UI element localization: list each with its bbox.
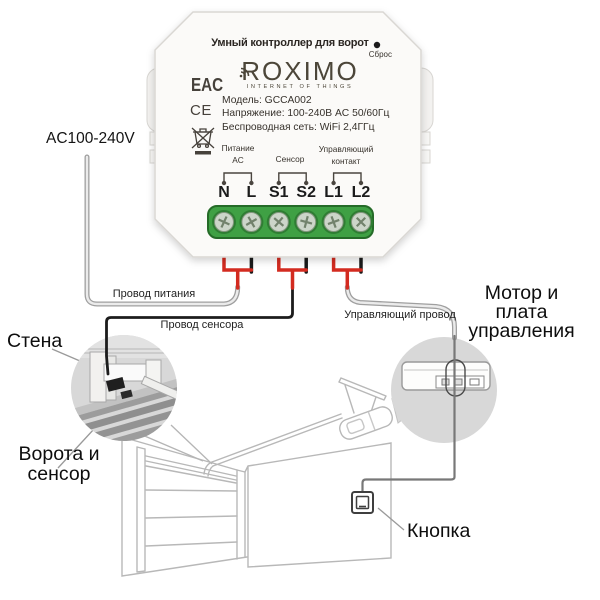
ce-mark-icon: CE [190,102,212,119]
sensor-cable [105,285,294,376]
terminal-l1: L1 [324,184,343,201]
device-specs: Модель: GCCA002 Напряжение: 100-240В AC … [222,94,389,134]
reset-dot-icon [373,41,381,49]
sensor-wire-label: Провод сенсора [160,319,244,331]
gate-sensor-label-1: Ворота и [18,443,100,465]
power-cable [84,154,241,307]
eac-mark-icon: EAC [191,76,224,96]
controller-device [146,11,434,258]
spec-wifi: Беспроводная сеть: WiFi 2,4ГГц [222,121,375,133]
motor-label-1: Мотор и [484,282,559,304]
terminal-n: N [218,184,230,201]
power-wire-label: Провод питания [112,288,196,300]
group-label-power: Питание [221,143,255,153]
device-title: Умный контроллер для ворот [211,37,369,49]
group-label-sensor: Сенсор [275,154,305,164]
garage-drawing [121,377,393,577]
terminal-s2: S2 [296,184,316,201]
group-label-control2: контакт [331,156,361,166]
button-icon [351,491,374,514]
wifi-icon [239,67,250,78]
terminal-brackets [223,172,362,181]
callout-motor-board [391,337,497,443]
wires [84,154,457,493]
motor-label-3: управления [468,320,575,342]
control-cable [344,284,457,493]
spec-voltage: Напряжение: 100-240В AC 50/60Гц [222,108,390,120]
motor-label-2: плата [495,301,548,323]
ac-input-label: AC100-240V [46,130,135,147]
gate-sensor-icon [106,376,133,400]
terminal-screws [212,210,373,234]
brand-logo: ROXIMO [241,56,359,86]
wall-label: Стена [7,330,63,352]
device-body [154,11,422,258]
control-wire-label: Управляющий провод [344,309,456,321]
terminal-l2: L2 [351,184,371,201]
spec-model: Модель: GCCA002 [222,95,312,106]
button-label: Кнопка [407,520,471,542]
weee-icon [191,127,215,155]
reset-label: Сброс [368,50,392,59]
terminal-l: L [246,184,257,201]
group-label-control: Управляющий [318,144,374,154]
brand-tagline: INTERNET OF THINGS [246,84,354,90]
group-label-power-ac: AC [232,155,244,165]
terminal-s1: S1 [269,184,289,201]
terminal-block [207,205,374,239]
gate-sensor-label-2: сенсор [27,463,91,485]
